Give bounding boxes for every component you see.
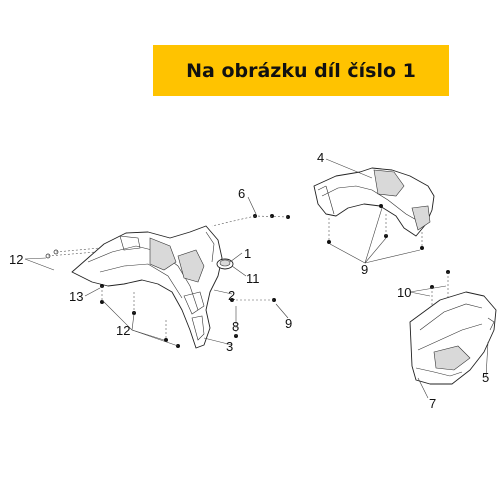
leader-lines <box>24 158 489 399</box>
part-4-carrier-bracket <box>313 167 435 237</box>
callout-7: 7 <box>429 396 436 411</box>
callout-10: 10 <box>397 285 411 300</box>
right-assembly-lines <box>328 214 449 305</box>
callout-13: 13 <box>69 289 83 304</box>
part-1-cap <box>216 258 234 270</box>
callout-4: 4 <box>317 150 324 165</box>
callout-6: 6 <box>238 186 245 201</box>
callout-12-upper: 12 <box>9 252 23 267</box>
callout-11: 11 <box>246 271 260 286</box>
callout-12-lower: 12 <box>116 323 130 338</box>
callout-labels: 1 2 3 4 5 6 7 8 9 9 10 11 12 12 13 <box>9 150 489 411</box>
rear-fender-assembly <box>71 225 223 349</box>
part-number-banner: Na obrázku díl číslo 1 <box>153 45 449 96</box>
callout-1: 1 <box>244 246 251 261</box>
banner-text: Na obrázku díl číslo 1 <box>186 59 416 82</box>
callout-9-left: 9 <box>285 316 292 331</box>
callout-3: 3 <box>226 339 233 354</box>
left-assembly-lines <box>47 215 289 340</box>
callout-8: 8 <box>232 319 239 334</box>
callout-9-right: 9 <box>361 262 368 277</box>
part-5-inner-fender <box>409 291 497 385</box>
callout-2: 2 <box>228 288 235 303</box>
callout-5: 5 <box>482 370 489 385</box>
